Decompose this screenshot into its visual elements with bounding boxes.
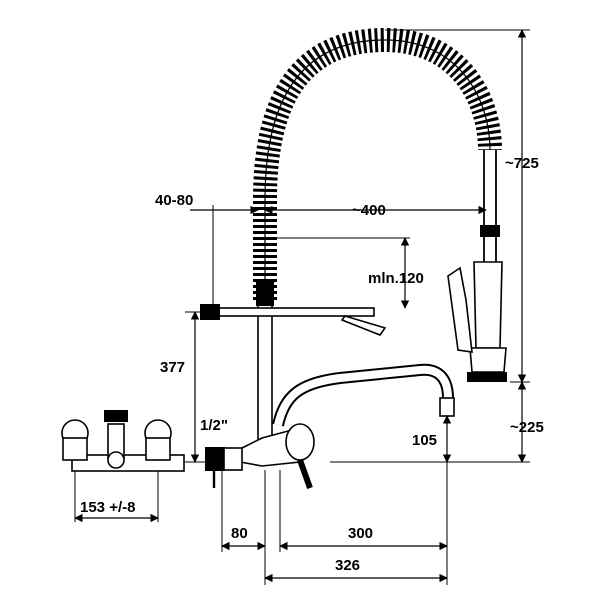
wall-bracket	[201, 307, 375, 317]
label-total-height: ~725	[505, 155, 539, 172]
label-total-reach: 326	[335, 557, 360, 574]
label-outlet-height: 105	[412, 432, 437, 449]
wall-connector	[205, 447, 225, 471]
spout-outlet	[439, 397, 455, 417]
label-reach: ~400	[352, 202, 386, 219]
label-bottom-height: ~225	[510, 419, 544, 436]
label-wall-offset: 80	[231, 525, 248, 542]
label-wall-adjust: 40-80	[155, 192, 193, 209]
spring-hose	[253, 27, 502, 300]
dimension-lines	[185, 29, 530, 585]
lever-handle	[297, 458, 313, 490]
rinse-hose	[483, 150, 497, 265]
label-hose-clearance: mln.120	[368, 270, 424, 287]
dimension-labels: ~725 ~400 40-80 mln.120 377 1/2" 105 ~22…	[80, 155, 544, 574]
label-spout-height: 377	[160, 359, 185, 376]
label-spout-reach: 300	[348, 525, 373, 542]
spray-head	[473, 261, 503, 349]
riser-pipe	[257, 304, 273, 451]
faucet-assembly	[200, 27, 507, 490]
spray-trigger	[447, 266, 473, 353]
mixer-cap	[285, 423, 315, 461]
label-centres: 153 +/-8	[80, 499, 135, 516]
wall-plate-view	[61, 410, 185, 523]
label-connection: 1/2"	[200, 417, 228, 434]
